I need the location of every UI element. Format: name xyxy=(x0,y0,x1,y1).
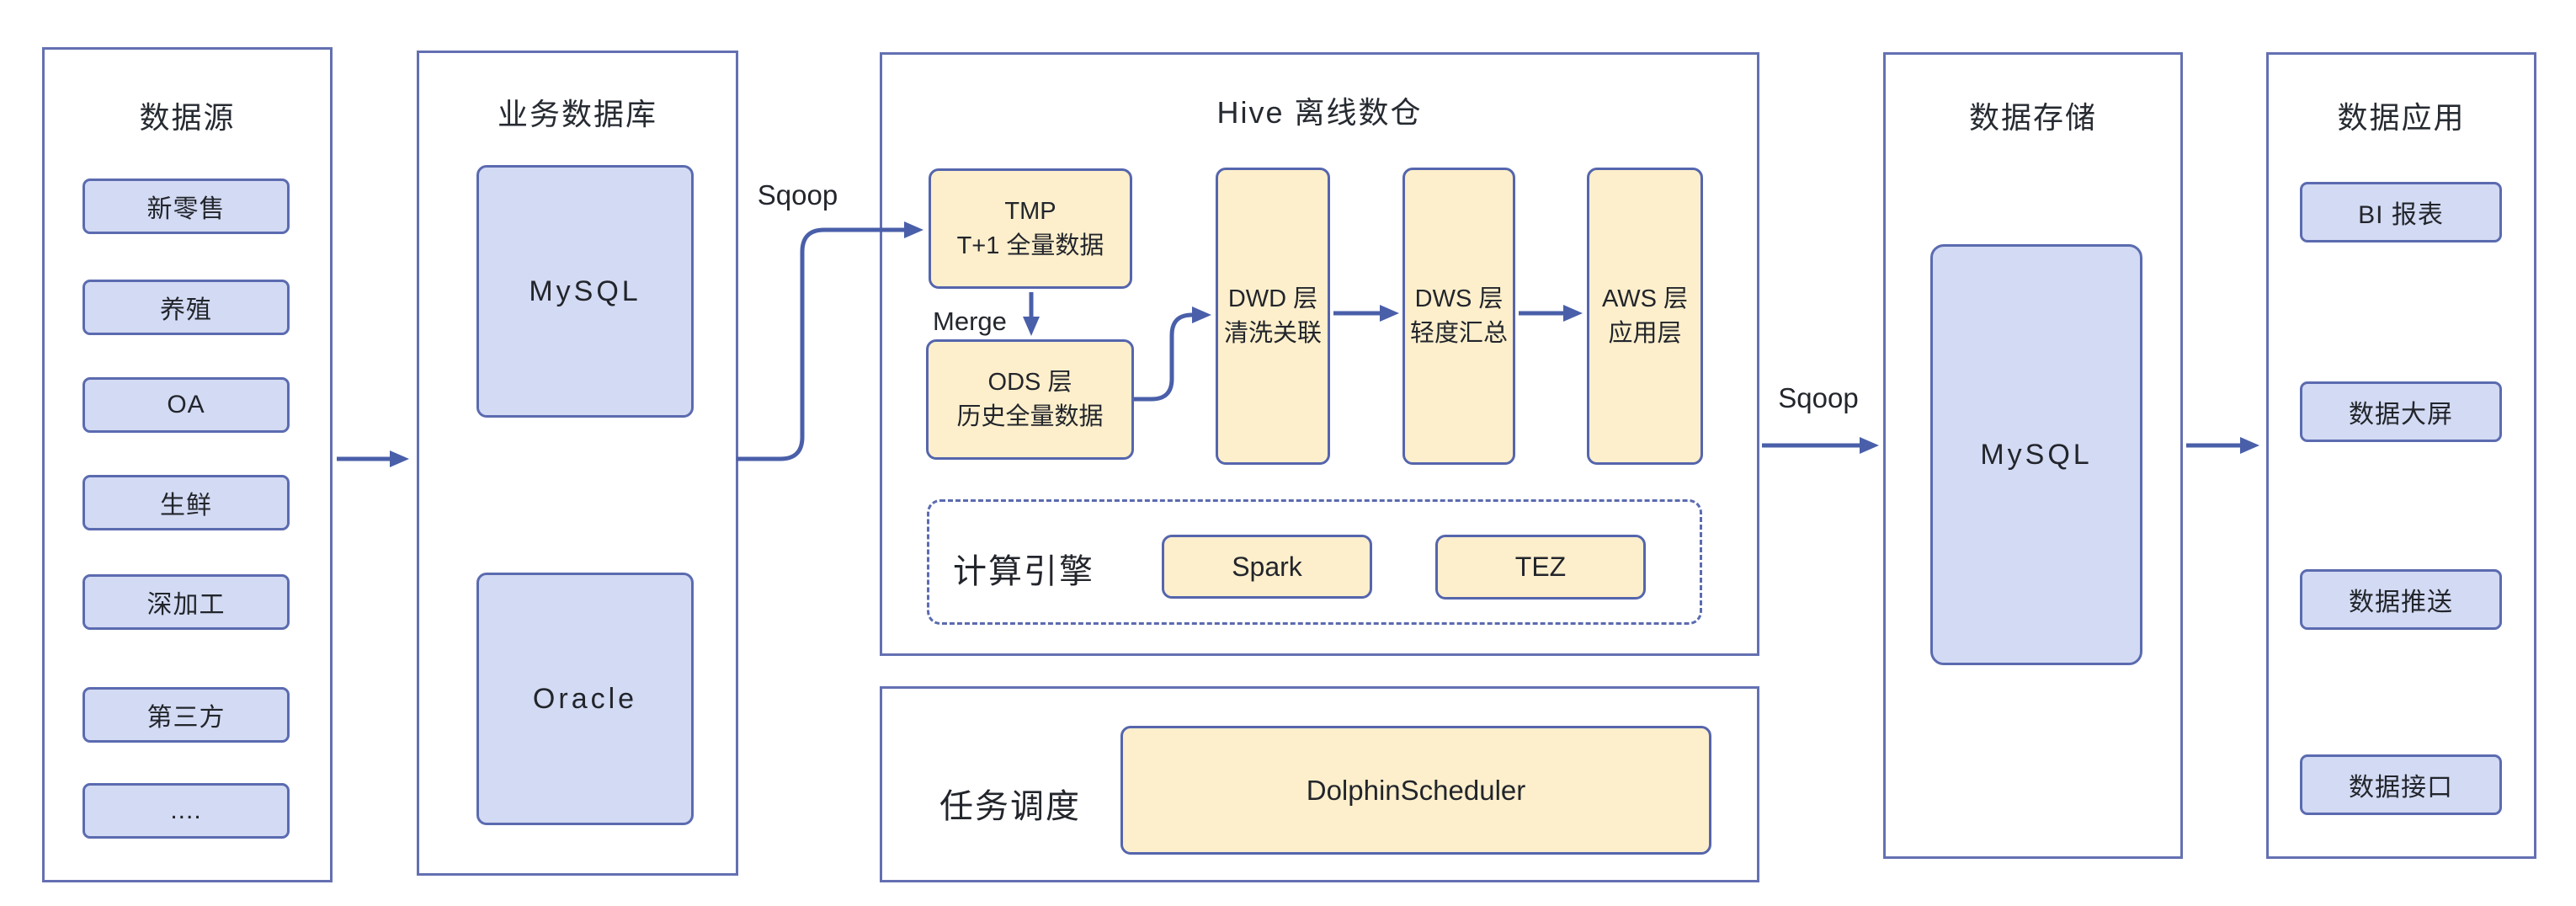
app-item-bi-report: BI 报表 xyxy=(2300,182,2502,242)
source-item-deep-processing: 深加工 xyxy=(82,574,290,630)
dwd-node-line1: DWD 层 xyxy=(1227,285,1318,312)
data-application-title: 数据应用 xyxy=(2337,100,2466,135)
compute-engine-label: 计算引擎 xyxy=(953,553,1094,590)
aws-node-line1: AWS 层 xyxy=(1601,285,1689,312)
mysql-source-node: MySQL xyxy=(476,165,694,418)
tez-node: TEZ xyxy=(1435,535,1646,600)
ods-node: ODS 层 历史全量数据 xyxy=(926,339,1134,460)
tmp-node-line2: T+1 全量数据 xyxy=(956,232,1104,259)
dws-node-line1: DWS 层 xyxy=(1414,285,1504,312)
merge-label: Merge xyxy=(933,306,1007,336)
source-item-fresh: 生鲜 xyxy=(82,475,290,530)
spark-node: Spark xyxy=(1162,535,1372,599)
dolphinscheduler-node: DolphinScheduler xyxy=(1120,726,1711,855)
hive-warehouse-title: Hive 离线数仓 xyxy=(1216,95,1423,130)
compute-engine-group xyxy=(927,499,1702,625)
dwd-layer-node: DWD 层 清洗关联 xyxy=(1216,168,1330,465)
aws-layer-node: AWS 层 应用层 xyxy=(1587,168,1703,465)
task-scheduler-label: 任务调度 xyxy=(939,788,1081,825)
data-source-panel: 数据源 xyxy=(42,47,333,882)
dws-node-line2: 轻度汇总 xyxy=(1409,319,1508,347)
sqoop-export-label: Sqoop xyxy=(1778,382,1859,413)
source-item-more: .... xyxy=(82,783,290,839)
data-source-title: 数据源 xyxy=(139,100,236,135)
tmp-node: TMP T+1 全量数据 xyxy=(929,168,1132,289)
sqoop-import-label: Sqoop xyxy=(757,179,838,211)
dwd-node-line2: 清洗关联 xyxy=(1223,319,1322,347)
aws-node-line2: 应用层 xyxy=(1608,319,1682,347)
ods-node-line1: ODS 层 xyxy=(987,368,1072,396)
app-item-dashboard: 数据大屏 xyxy=(2300,381,2502,442)
source-item-breeding: 养殖 xyxy=(82,280,290,335)
app-item-data-api: 数据接口 xyxy=(2300,754,2502,815)
ods-node-line2: 历史全量数据 xyxy=(956,402,1104,430)
dws-layer-node: DWS 层 轻度汇总 xyxy=(1402,168,1515,465)
data-application-panel: 数据应用 xyxy=(2266,52,2536,859)
oracle-source-node: Oracle xyxy=(476,573,694,825)
source-item-new-retail: 新零售 xyxy=(82,179,290,234)
data-storage-title: 数据存储 xyxy=(1968,100,2097,135)
mysql-storage-node: MySQL xyxy=(1930,244,2142,665)
tmp-node-line1: TMP xyxy=(1004,197,1056,225)
app-item-data-push: 数据推送 xyxy=(2300,569,2502,630)
business-db-title: 业务数据库 xyxy=(497,97,657,131)
source-item-third-party: 第三方 xyxy=(82,687,290,743)
source-item-oa: OA xyxy=(82,377,290,433)
